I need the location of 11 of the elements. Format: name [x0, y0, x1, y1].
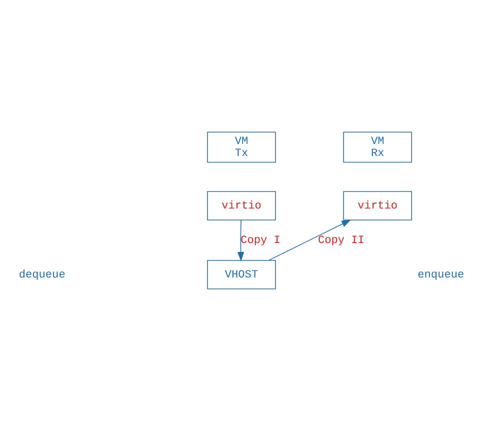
- arrow: [236, 220, 244, 262]
- label: dequeue: [18, 270, 65, 282]
- edge-label: Copy I: [240, 235, 280, 248]
- node-box: virtio: [206, 191, 276, 220]
- node-box: virtio: [342, 191, 412, 220]
- node-box: VM Tx: [206, 132, 276, 163]
- node-box: VHOST: [206, 260, 276, 290]
- node-box: VM Rx: [342, 132, 412, 163]
- edge-label: Copy II: [317, 235, 364, 248]
- label: enqueue: [417, 270, 464, 282]
- arrow: [268, 220, 351, 261]
